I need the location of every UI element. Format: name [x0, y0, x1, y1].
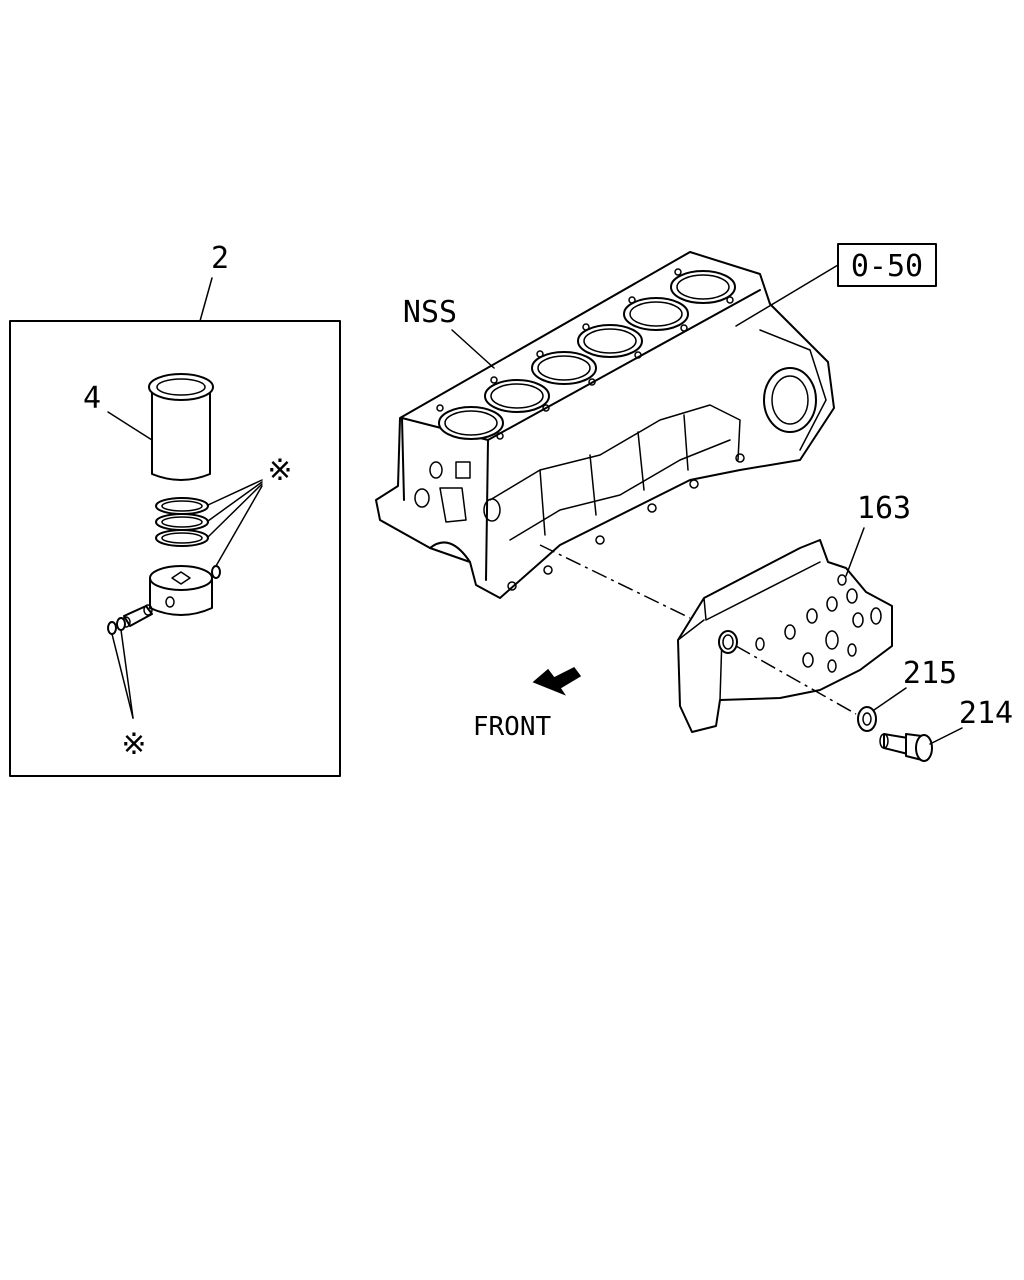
label-cover-number[interactable]: 163	[857, 491, 911, 526]
side-cover-illustration	[677, 539, 893, 733]
centerline-washer	[735, 645, 857, 715]
leader-bolt	[929, 727, 963, 745]
leader-ref-box	[735, 264, 839, 327]
leader-washer	[873, 687, 907, 711]
kit-frame	[9, 320, 341, 777]
label-washer-number[interactable]: 215	[903, 656, 957, 691]
leader-block	[451, 329, 495, 369]
leader-cover	[845, 527, 865, 577]
centerline-cover	[539, 544, 691, 619]
piston-illustration	[149, 565, 213, 616]
cylinder-block-illustration	[375, 251, 835, 599]
washer-illustration	[857, 706, 877, 732]
piston-rings-illustration	[155, 497, 209, 547]
reference-box-label[interactable]: 0-50	[851, 249, 923, 284]
bolt-illustration	[879, 733, 933, 762]
front-direction-arrow-icon	[532, 667, 582, 696]
piston-pin-illustration	[121, 604, 153, 628]
note-mark-lower: ※	[121, 727, 146, 762]
label-front: FRONT	[473, 712, 552, 742]
reference-box-group[interactable]: 0-50	[837, 243, 937, 287]
label-block-nss[interactable]: NSS	[403, 295, 457, 330]
label-bolt-number[interactable]: 214	[959, 696, 1013, 731]
snap-ring-illustration	[107, 565, 221, 635]
leaders-note-upper	[207, 479, 263, 567]
leader-liner	[107, 411, 153, 441]
piston-kit-group: 2 4	[9, 241, 341, 777]
label-liner-number[interactable]: 4	[83, 381, 101, 416]
leaders-note-lower	[111, 629, 134, 719]
label-kit-number[interactable]: 2	[211, 241, 229, 276]
cylinder-liner-illustration	[148, 373, 214, 481]
leader-kit	[199, 277, 213, 322]
note-mark-upper: ※	[267, 453, 292, 488]
